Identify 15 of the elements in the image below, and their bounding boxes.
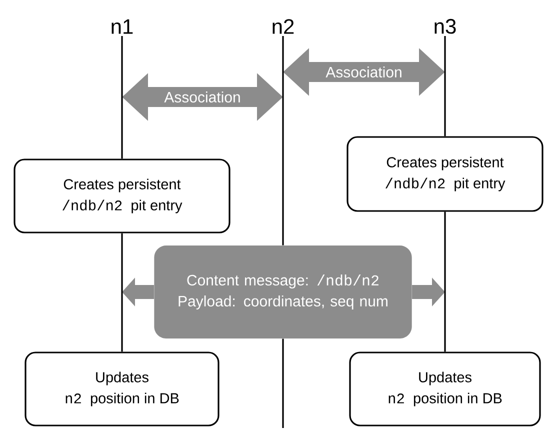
process-box: Updates n2 position in DB bbox=[24, 352, 220, 426]
process-box: Updates n2 position in DB bbox=[349, 352, 541, 426]
process-box: Creates persistent /ndb/n2 pit entry bbox=[346, 136, 544, 212]
process-box: Creates persistent /ndb/n2 pit entry bbox=[14, 158, 230, 234]
lifeline-label: n3 bbox=[434, 18, 456, 34]
edge-label: Association bbox=[163, 90, 242, 104]
lifeline-label: n1 bbox=[112, 19, 133, 34]
message-box: Content message: /ndb/n2 Payload: coordinates, seq num bbox=[154, 246, 412, 338]
lifeline bbox=[121, 233, 123, 352]
lifeline bbox=[121, 36, 123, 159]
lifeline bbox=[444, 36, 446, 136]
lifeline bbox=[282, 35, 284, 429]
lifeline-label: n2 bbox=[272, 19, 294, 34]
lifeline bbox=[444, 212, 446, 352]
edge-label: Association bbox=[324, 66, 404, 78]
